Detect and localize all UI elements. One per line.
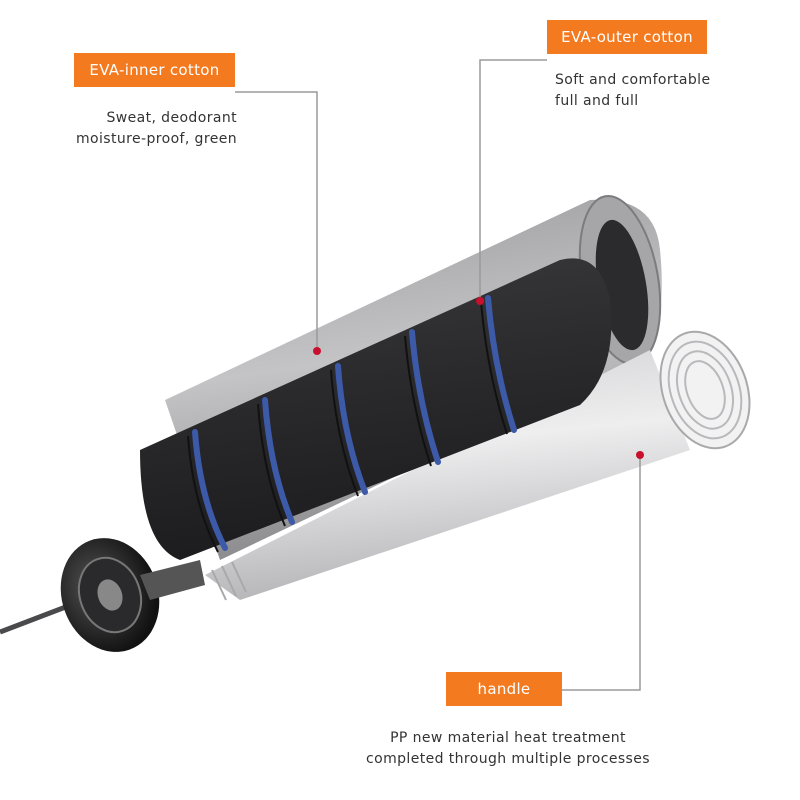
- desc-line: full and full: [555, 93, 639, 109]
- desc-line: Soft and comfortable: [555, 72, 711, 88]
- label-handle: handle: [446, 672, 562, 706]
- desc-handle: PP new material heat treatment completed…: [343, 728, 673, 770]
- desc-line: PP new material heat treatment: [390, 730, 626, 746]
- handle-tube: [205, 350, 690, 600]
- desc-eva-outer-cotton: Soft and comfortable full and full: [555, 70, 775, 112]
- desc-line: completed through multiple processes: [366, 751, 650, 767]
- label-eva-inner-cotton: EVA-inner cotton: [74, 53, 235, 87]
- marker-inner: [313, 347, 321, 355]
- marker-outer: [476, 297, 484, 305]
- desc-line: Sweat, deodorant: [106, 110, 237, 126]
- bearing-cap-icon: [60, 538, 205, 652]
- leader-inner: [235, 91, 318, 350]
- leader-outer: [479, 59, 547, 300]
- label-eva-outer-cotton: EVA-outer cotton: [547, 20, 707, 54]
- marker-handle: [636, 451, 644, 459]
- leader-handle: [562, 455, 641, 691]
- desc-eva-inner-cotton: Sweat, deodorant moisture-proof, green: [55, 108, 237, 150]
- desc-line: moisture-proof, green: [76, 131, 237, 147]
